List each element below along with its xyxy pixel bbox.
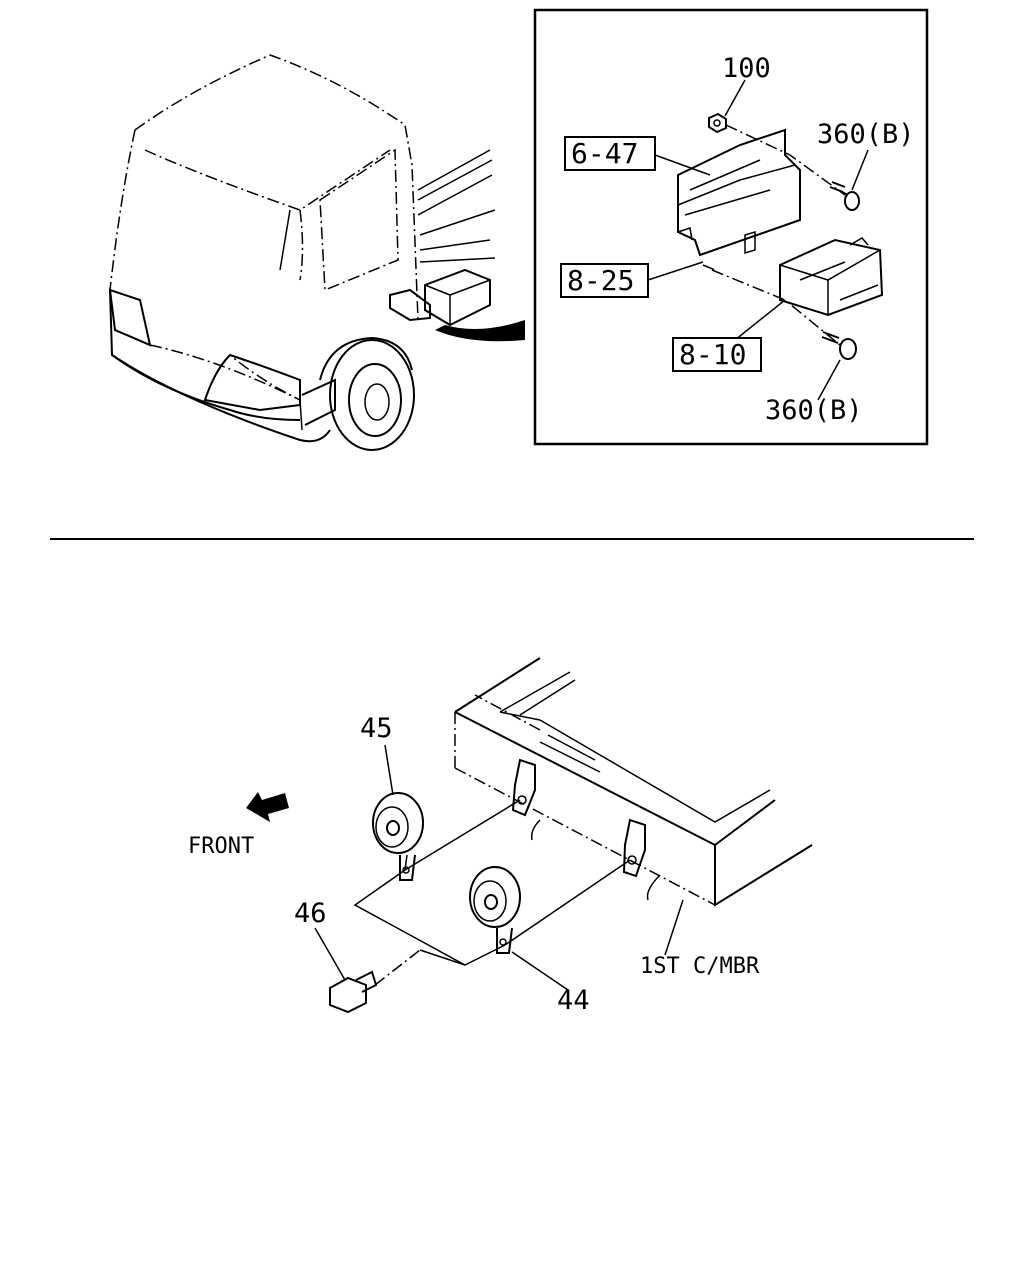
cross-member (454, 657, 813, 907)
callout-100: 100 (722, 53, 771, 84)
callout-360b-top: 360(B) (817, 119, 915, 150)
nut-100 (708, 112, 727, 134)
callout-6-47: 6-47 (571, 137, 638, 170)
detail-view-box: 100 360(B) 6-47 8-25 8-10 360(B) (533, 8, 929, 446)
callout-8-25: 8-25 (567, 264, 634, 297)
horn-assembly-view: 45 46 44 FRONT 1ST C/MBR (188, 657, 813, 1016)
front-label: FRONT (188, 834, 254, 859)
bolt-46 (329, 970, 378, 1014)
horn-45 (372, 792, 424, 881)
cross-member-label: 1ST C/MBR (640, 954, 760, 979)
bolt-360b-bottom (821, 331, 857, 360)
front-arrow-icon (246, 792, 289, 822)
relay-bracket (677, 128, 801, 257)
callout-360b-bottom: 360(B) (765, 395, 863, 426)
callout-44: 44 (557, 985, 590, 1016)
horn-44 (469, 866, 521, 954)
truck-cab-illustration (108, 54, 525, 451)
callout-46: 46 (294, 898, 327, 929)
callout-8-10: 8-10 (679, 338, 746, 371)
bolt-360b-top (829, 181, 860, 211)
callout-45: 45 (360, 713, 393, 744)
